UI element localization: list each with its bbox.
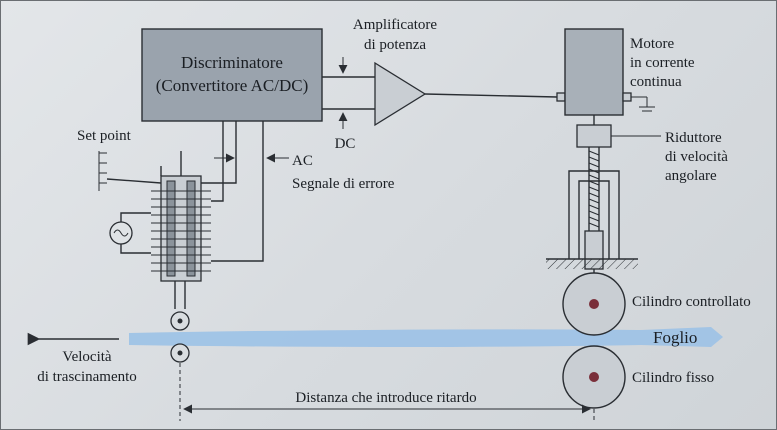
speed-reducer xyxy=(576,124,612,148)
set-point-scale xyxy=(98,151,107,191)
reducer-label-2: di velocità xyxy=(665,149,728,165)
motor-label-3: continua xyxy=(630,74,682,90)
discriminator-label-1: Discriminatore xyxy=(181,53,283,72)
reducer-label-1: Riduttore xyxy=(665,130,722,146)
discriminator-box xyxy=(141,28,323,122)
sensor-coil xyxy=(151,151,211,282)
motor-label-1: Motore xyxy=(630,36,675,52)
amplifier-label-1: Amplificatore xyxy=(353,17,437,33)
fixed-cylinder-label: Cilindro fisso xyxy=(632,370,714,386)
set-point-pointer xyxy=(106,178,162,184)
speed-label-2: di trascinamento xyxy=(37,369,137,385)
controlled-cylinder-label: Cilindro controllato xyxy=(632,294,751,310)
error-signal-label: Segnale di errore xyxy=(292,176,395,192)
sheet-label: Foglio xyxy=(653,328,697,347)
amplifier-label-2: di potenza xyxy=(364,37,426,53)
sheet-band xyxy=(129,327,723,347)
dc-label: DC xyxy=(335,136,356,152)
speed-label-1: Velocità xyxy=(62,349,111,365)
delay-distance-label: Distanza che introduce ritardo xyxy=(295,390,476,406)
dc-motor xyxy=(564,28,624,116)
motor-label-2: in corrente xyxy=(630,55,695,71)
ac-label: AC xyxy=(292,153,313,169)
reducer-label-3: angolare xyxy=(665,168,717,184)
amplifier-triangle xyxy=(374,61,427,127)
set-point-label: Set point xyxy=(77,128,132,144)
discriminator-label-2: (Convertitore AC/DC) xyxy=(156,76,309,95)
